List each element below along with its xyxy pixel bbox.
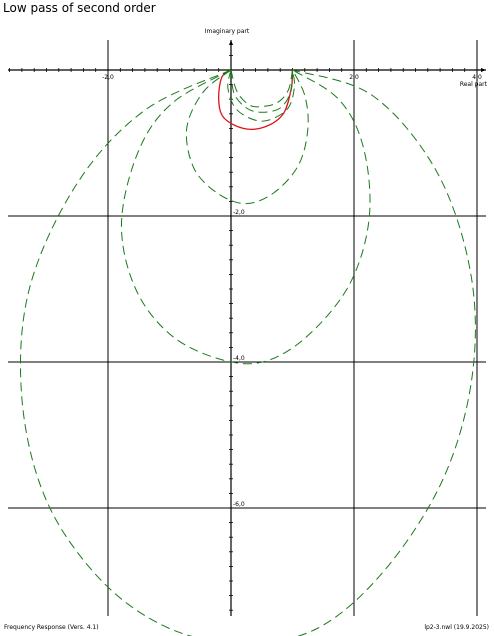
y-tick-label: -2,0 <box>233 209 245 216</box>
page-title: Low pass of second order <box>3 1 156 15</box>
series-line-solid <box>218 69 294 130</box>
series-line-dashed <box>185 69 309 205</box>
series-line-dashed <box>230 69 293 113</box>
footer-file-info: lp2-3.nwl (19.9.2025) <box>424 624 489 631</box>
y-axis-label: Imaginary part <box>205 28 250 35</box>
x-tick-label: 2,0 <box>349 74 359 81</box>
y-tick-label: -4,0 <box>233 355 245 362</box>
series-line-dashed <box>120 69 371 365</box>
x-tick-label: 4,0 <box>472 74 482 81</box>
grid-layer <box>8 40 486 616</box>
series-line-dashed <box>20 69 476 636</box>
x-axis-label: Real part <box>460 81 488 88</box>
series-line-dashed <box>227 69 296 122</box>
label-layer: Imaginary part Real part -2,0 2,0 4,0 -2,0 -… <box>102 28 487 508</box>
footer-version: Frequency Response (Vers. 4.1) <box>4 624 99 631</box>
real-axis-arrow <box>481 68 486 72</box>
curve-layer <box>20 69 476 636</box>
x-tick-label: -2,0 <box>102 74 114 81</box>
imaginary-axis-arrow <box>229 40 233 45</box>
axis-layer <box>8 40 486 616</box>
series-line-dashed <box>230 69 293 108</box>
y-tick-label: -6,0 <box>233 501 245 508</box>
